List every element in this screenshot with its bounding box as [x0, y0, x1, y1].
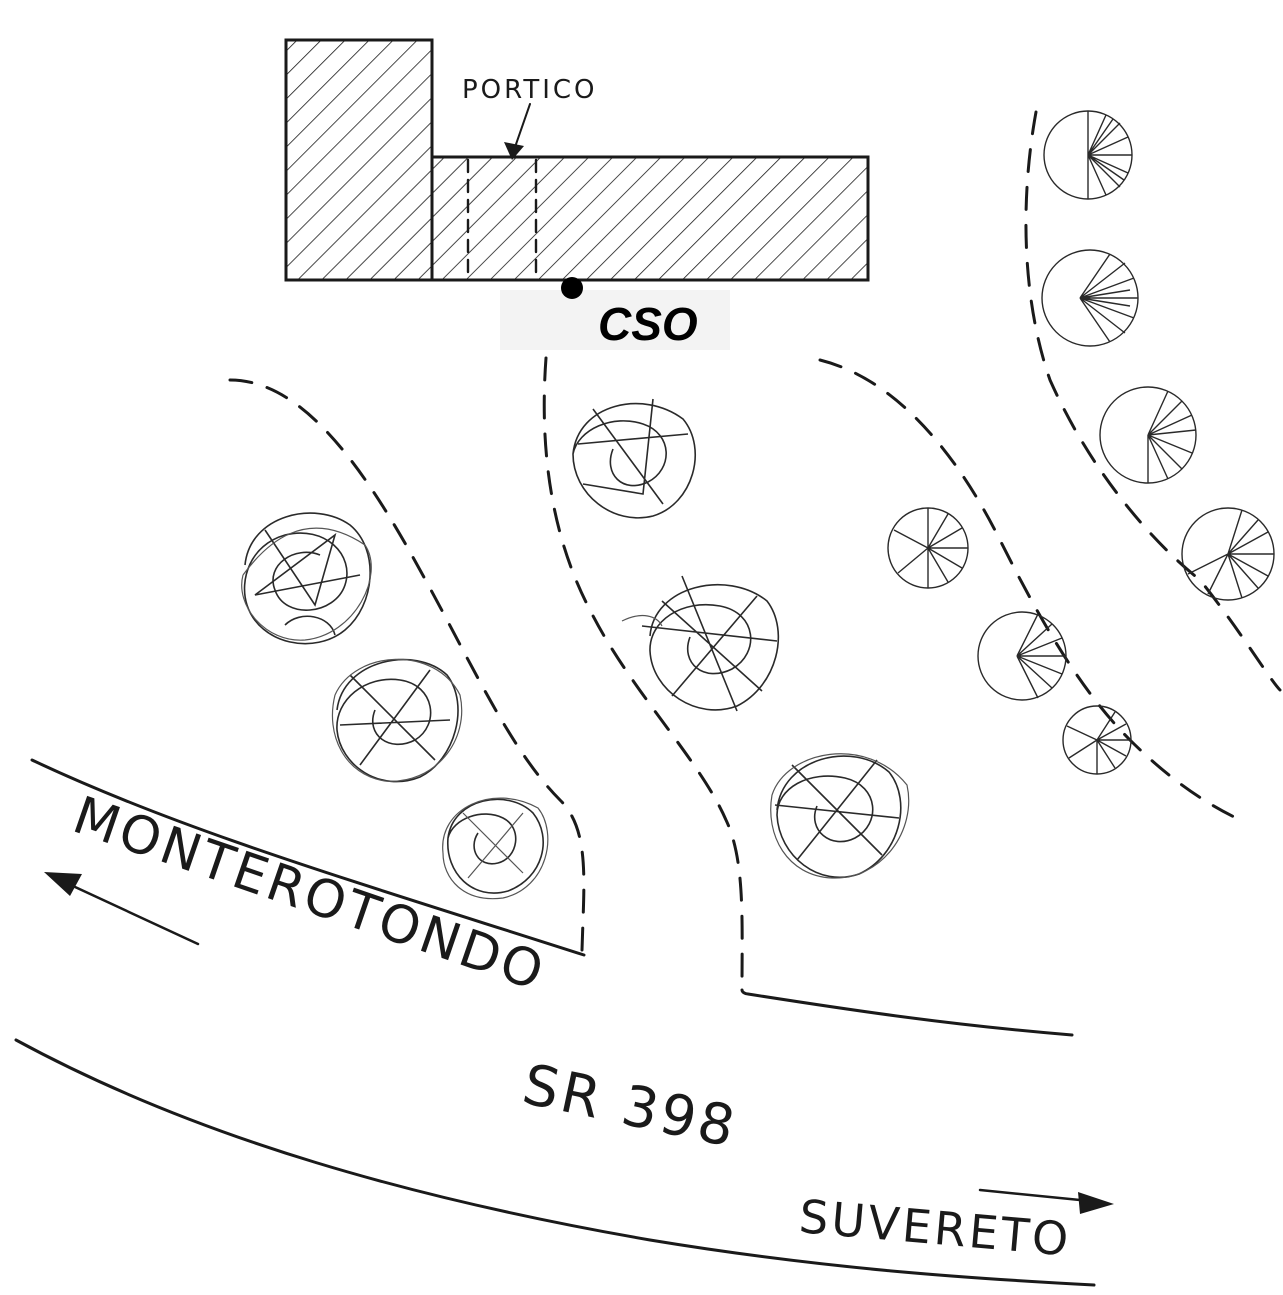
building [284, 38, 870, 282]
suvereto-arrowhead [1078, 1192, 1114, 1214]
suvereto-label: SUVERETO [797, 1189, 1073, 1267]
portico-arrow [513, 103, 531, 151]
tree-star-3 [1099, 386, 1197, 484]
building-tall-wing [284, 38, 434, 282]
road-name-label: SR 398 [517, 1052, 743, 1161]
monterotondo-label: MONTEROTONDO [66, 786, 554, 1004]
tree-scribble-3 [442, 797, 549, 900]
driveway-center-right-edge [818, 358, 1242, 822]
tree-scribble-4 [572, 398, 697, 519]
tree-scribble-2 [331, 658, 463, 783]
monterotondo-arrowhead [44, 872, 82, 896]
tree-scribble-6 [770, 753, 910, 879]
driveway-left-edge [228, 378, 586, 952]
tree-star-2 [1041, 249, 1139, 347]
tree-star-1 [1043, 110, 1133, 200]
driveway-right-edge [1024, 110, 1282, 692]
driveway-center-left-edge [542, 356, 744, 992]
road-edge-upper-right [740, 988, 1074, 1037]
driveway-shading [500, 290, 730, 350]
cso-marker [561, 277, 583, 299]
portico-arrowhead [504, 142, 524, 160]
tree-scribble-1 [241, 512, 372, 645]
building-long-wing [430, 155, 870, 282]
road-edge-lower [14, 1038, 1096, 1287]
portico-label: PORTICO [462, 75, 598, 105]
cso-label: CSO [598, 298, 698, 350]
tree-star-7 [1062, 705, 1132, 775]
tree-star-4 [1181, 507, 1275, 601]
tree-star-6 [977, 611, 1067, 701]
tree-scribble-5 [621, 575, 780, 712]
tree-star-5 [887, 507, 969, 589]
road-edge-upper-left [30, 758, 586, 957]
monterotondo-arrow [58, 878, 200, 946]
